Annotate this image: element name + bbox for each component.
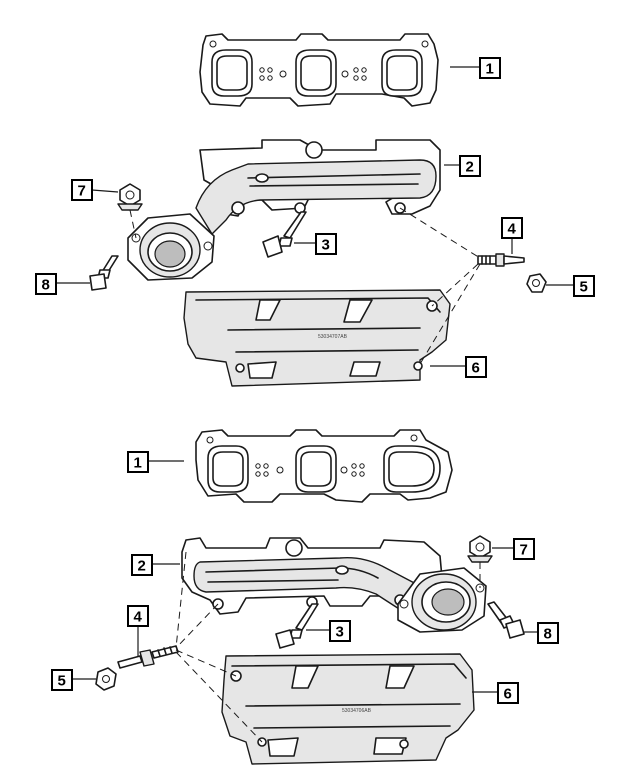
- flange-bolt-top: [89, 255, 119, 291]
- callout-7-bottom: 7: [513, 538, 535, 560]
- heat-shield-bottom: 53034706AB: [221, 653, 475, 765]
- svg-text:6: 6: [472, 360, 480, 377]
- gasket-bottom: [195, 429, 453, 503]
- svg-text:2: 2: [466, 159, 474, 176]
- nut-bottom: [95, 667, 117, 691]
- flange-bolt-bottom: [487, 601, 525, 639]
- exhaust-manifold-bottom: [181, 537, 487, 633]
- shield-nut-top: [117, 183, 143, 211]
- exhaust-manifold-top: [127, 139, 441, 281]
- svg-text:3: 3: [322, 237, 330, 254]
- svg-text:4: 4: [508, 221, 517, 238]
- svg-text:8: 8: [42, 277, 50, 294]
- bolt-bottom: [275, 603, 319, 649]
- svg-text:1: 1: [134, 455, 142, 472]
- heat-shield-top: 53034707AB: [183, 289, 451, 387]
- svg-text:6: 6: [504, 686, 512, 703]
- svg-text:4: 4: [134, 609, 143, 626]
- nut-top: [526, 273, 547, 293]
- callout-4-bottom: 4: [127, 605, 149, 627]
- svg-text:7: 7: [520, 542, 528, 559]
- shield-stamp-bottom: 53034706AB: [342, 708, 372, 714]
- callout-1-bottom: 1: [127, 451, 149, 473]
- svg-text:7: 7: [78, 183, 86, 200]
- callout-3-top: 3: [315, 233, 337, 255]
- gasket-top: [199, 33, 439, 107]
- callout-4-top: 4: [501, 217, 523, 239]
- stud-bottom: [117, 645, 179, 669]
- svg-text:5: 5: [580, 279, 588, 296]
- callout-8-top: 8: [35, 273, 57, 295]
- callout-6-bottom: 6: [497, 682, 519, 704]
- callout-7-top: 7: [71, 179, 93, 201]
- callout-2-bottom: 2: [131, 554, 153, 576]
- callout-3-bottom: 3: [329, 620, 351, 642]
- callout-8-bottom: 8: [537, 622, 559, 644]
- svg-text:1: 1: [486, 61, 494, 78]
- svg-text:8: 8: [544, 626, 552, 643]
- callout-6-top: 6: [465, 356, 487, 378]
- svg-text:5: 5: [58, 673, 66, 690]
- callout-2-top: 2: [459, 155, 481, 177]
- bolt-top: [262, 211, 307, 258]
- svg-text:2: 2: [138, 558, 146, 575]
- callout-5-top: 5: [573, 275, 595, 297]
- shield-nut-bottom: [467, 535, 493, 563]
- shield-stamp-top: 53034707AB: [318, 334, 348, 340]
- stud-top: [477, 253, 525, 267]
- svg-text:3: 3: [336, 624, 344, 641]
- callout-5-bottom: 5: [51, 669, 73, 691]
- callout-1-top: 1: [479, 57, 501, 79]
